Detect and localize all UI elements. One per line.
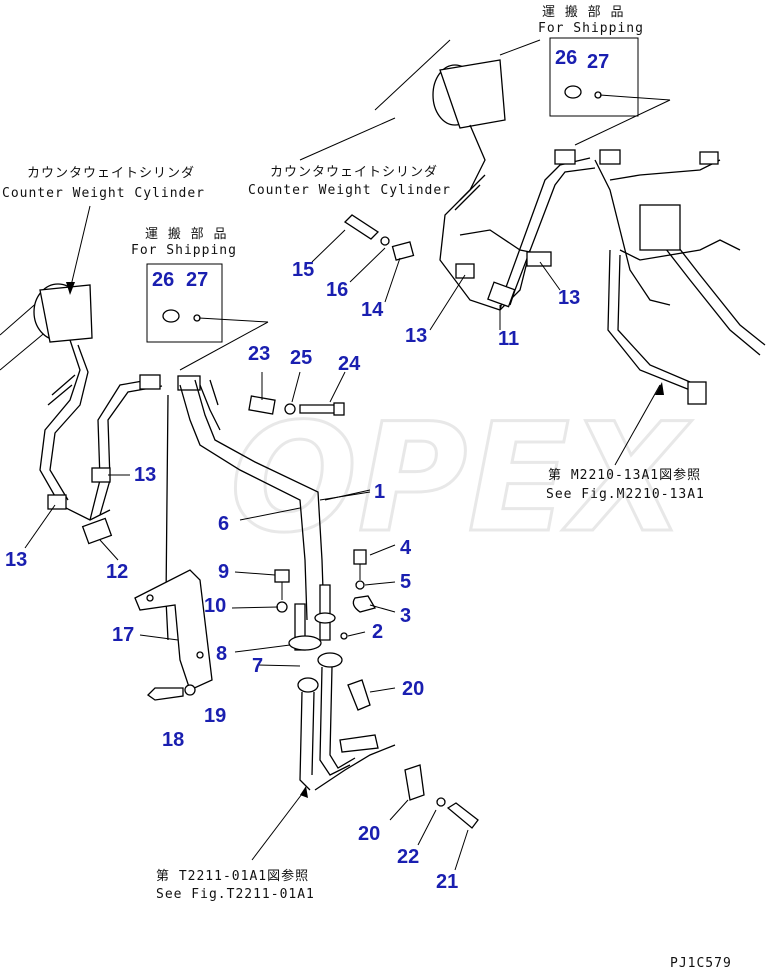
reference-m2210-jp: 第 M2210-13A1図参照 [548, 467, 701, 483]
leader-lines [24, 261, 561, 653]
bracket-assembly [134, 569, 213, 701]
lower-tube-assembly [251, 652, 479, 871]
callout-6: 6 [218, 513, 229, 535]
callout-4: 4 [400, 537, 412, 559]
callout-23: 23 [248, 343, 270, 365]
left-cylinder-assembly [0, 283, 201, 545]
callout-11: 11 [498, 328, 519, 350]
callout-15: 15 [292, 259, 314, 281]
callout-27-top: 27 [587, 51, 609, 73]
callout-7: 7 [252, 655, 263, 677]
shipping-top-en: For Shipping [538, 21, 644, 36]
callout-labels: 1 2 3 4 5 6 7 8 9 10 11 12 13 13 13 13 1… [5, 47, 609, 893]
callout-20-a: 20 [402, 678, 424, 700]
callout-2: 2 [372, 621, 383, 643]
shipping-left-en: For Shipping [131, 243, 237, 258]
callout-17: 17 [112, 624, 134, 646]
callout-9: 9 [218, 561, 229, 583]
cylinder-top-en: Counter Weight Cylinder [248, 183, 451, 198]
callout-5: 5 [400, 571, 411, 593]
callout-21: 21 [436, 871, 458, 893]
callout-24: 24 [338, 353, 361, 375]
callout-16: 16 [326, 279, 348, 301]
watermark: OPEX [230, 392, 692, 566]
callout-10: 10 [204, 595, 226, 617]
callout-22: 22 [397, 846, 419, 868]
callout-8: 8 [216, 643, 227, 665]
callout-14: 14 [361, 299, 384, 321]
callout-1: 1 [374, 481, 385, 503]
cylinder-left-jp: カウンタウェイトシリンダ [27, 166, 195, 181]
callout-27-left: 27 [186, 269, 208, 291]
callout-18: 18 [162, 729, 184, 751]
callout-13-c: 13 [405, 325, 427, 347]
cylinder-left-en: Counter Weight Cylinder [2, 186, 205, 201]
reference-m2210-en: See Fig.M2210-13A1 [546, 487, 705, 502]
callout-13-a: 13 [134, 464, 156, 486]
callout-20-b: 20 [358, 823, 380, 845]
callout-3: 3 [400, 605, 411, 627]
callout-13-b: 13 [5, 549, 27, 571]
top-cylinder-assembly [374, 39, 766, 405]
callout-26-left: 26 [152, 269, 174, 291]
reference-t2211-jp: 第 T2211-01A1図参照 [156, 868, 309, 884]
callout-12: 12 [106, 561, 128, 583]
reference-t2211-en: See Fig.T2211-01A1 [156, 887, 315, 902]
callout-26-top: 26 [555, 47, 577, 69]
callout-19: 19 [204, 705, 226, 727]
callout-25: 25 [290, 347, 312, 369]
shipping-box-left: 運 搬 部 品 For Shipping [131, 227, 269, 371]
shipping-box-top: 運 搬 部 品 For Shipping [538, 5, 671, 146]
shipping-left-jp: 運 搬 部 品 [145, 227, 227, 242]
drawing-code: PJ1C579 [670, 956, 732, 971]
top-bolt-group [311, 214, 415, 303]
center-tube-assembly [165, 379, 376, 651]
callout-13-d: 13 [558, 287, 580, 309]
shipping-top-jp: 運 搬 部 品 [542, 5, 624, 20]
cylinder-top-jp: カウンタウェイトシリンダ [270, 165, 438, 180]
